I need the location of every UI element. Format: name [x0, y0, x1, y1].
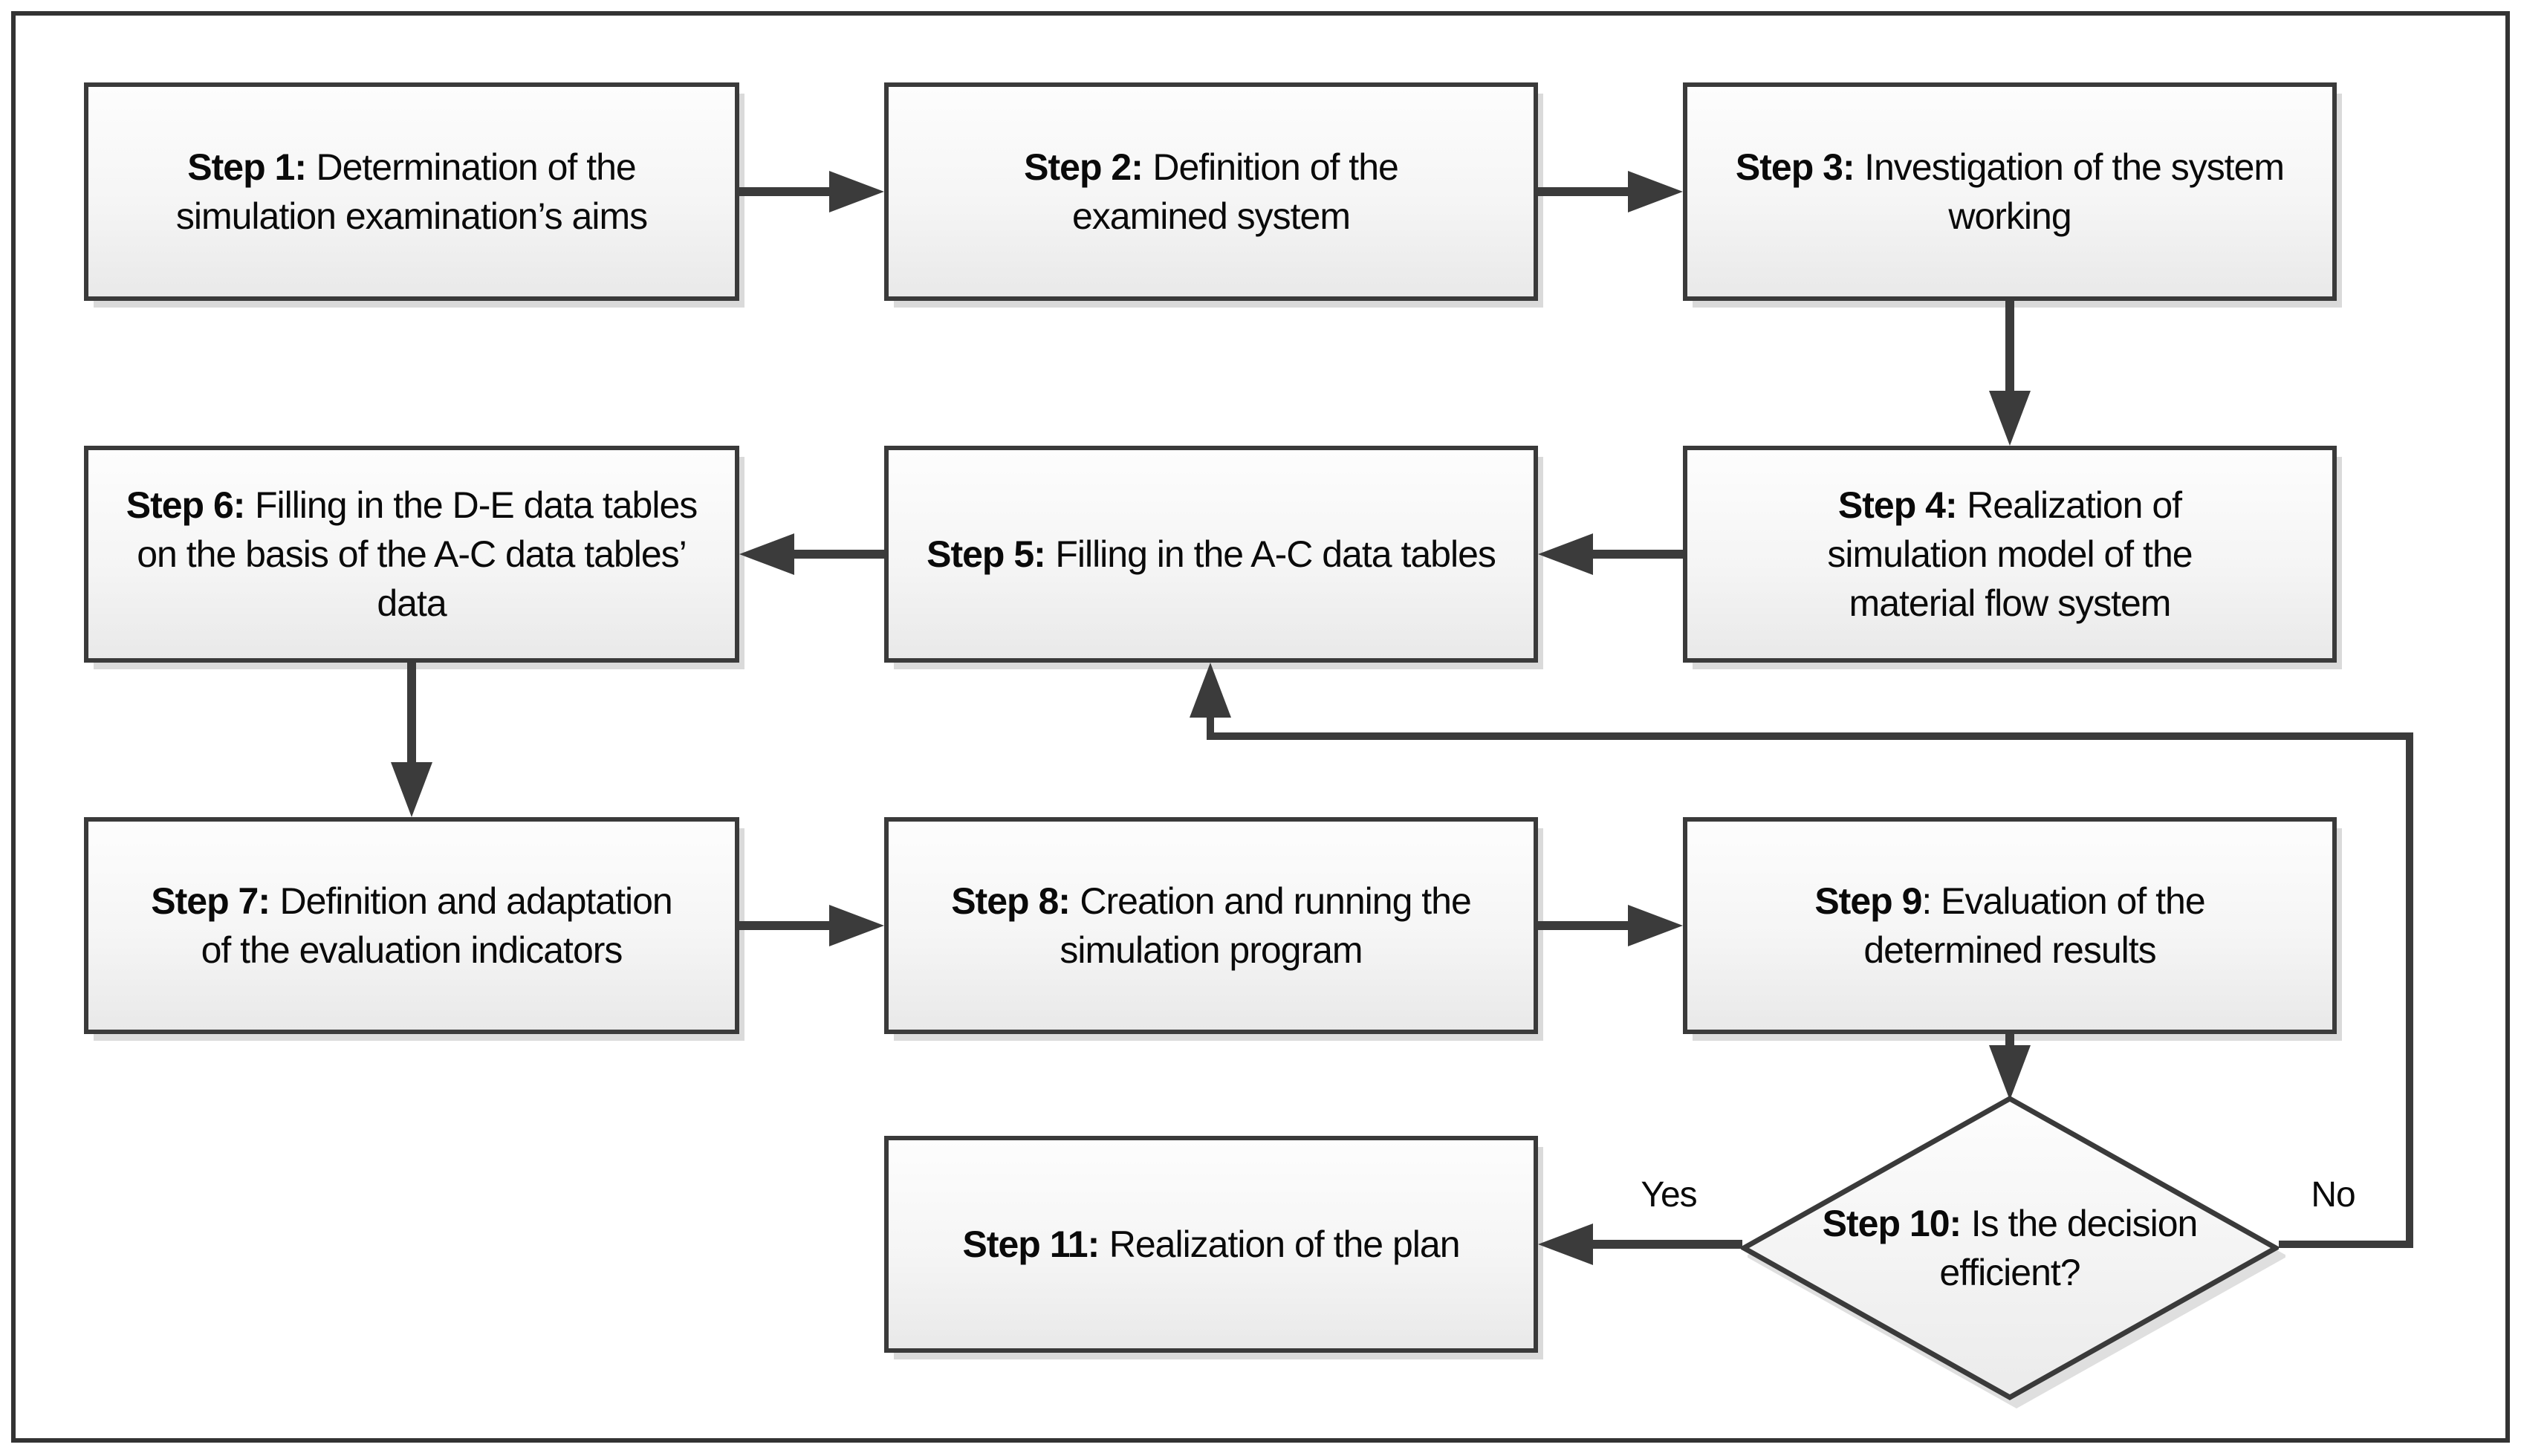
arrowhead-step8-to-step9	[1628, 905, 1683, 946]
step-2-text: Step 2:Definition of the examined system	[1024, 146, 1399, 237]
step-10-decision-diamond: Step 10:Is the decision efficient?	[1741, 1096, 2279, 1400]
yes-branch-label: Yes	[1641, 1175, 1697, 1215]
no-loop-segment-up	[2406, 732, 2413, 1248]
no-loop-segment-left	[1207, 732, 2413, 740]
step-6-box: Step 6:Filling in the D-E data tables on…	[84, 446, 739, 663]
arrowhead-step5-to-step6	[739, 533, 794, 575]
step-7-box: Step 7:Definition and adaptation of the …	[84, 817, 739, 1034]
arrow-step5-to-step6	[794, 550, 884, 559]
no-branch-label: No	[2311, 1175, 2355, 1215]
step-11-box: Step 11:Realization of the plan	[884, 1136, 1538, 1353]
arrow-step4-to-step5	[1593, 550, 1683, 559]
arrow-step2-to-step3	[1538, 187, 1629, 196]
step-5-text: Step 5:Filling in the A-C data tables	[927, 533, 1496, 575]
step-1-text: Step 1:Determination of the simulation e…	[175, 146, 648, 237]
arrowhead-yes-step10-to-step11	[1538, 1223, 1593, 1265]
arrow-step6-to-step7	[407, 663, 416, 764]
step-6-text: Step 6:Filling in the D-E data tables on…	[126, 484, 698, 624]
arrowhead-step7-to-step8	[829, 905, 884, 946]
arrow-step3-to-step4	[2005, 301, 2014, 395]
step-4-text: Step 4:Realization of simulation model o…	[1827, 484, 2193, 624]
step-4-box: Step 4:Realization of simulation model o…	[1683, 446, 2337, 663]
step-3-box: Step 3:Investigation of the system worki…	[1683, 82, 2337, 301]
arrow-step8-to-step9	[1538, 921, 1629, 930]
no-loop-stub	[1207, 714, 1214, 740]
step-3-text: Step 3:Investigation of the system worki…	[1735, 146, 2285, 237]
arrowhead-step3-to-step4	[1989, 391, 2031, 446]
arrowhead-step6-to-step7	[391, 762, 432, 817]
arrow-step9-to-step10	[2005, 1034, 2014, 1047]
arrow-yes-step10-to-step11	[1593, 1240, 1742, 1249]
arrowhead-step1-to-step2	[829, 171, 884, 212]
step-8-text: Step 8:Creation and running the simulati…	[951, 880, 1472, 971]
step-9-box: Step 9: Evaluation of the determined res…	[1683, 817, 2337, 1034]
figure-border	[11, 11, 2510, 1443]
arrowhead-no-loop-to-step5	[1190, 663, 1231, 718]
arrow-step7-to-step8	[739, 921, 831, 930]
step-7-text: Step 7:Definition and adaptation of the …	[151, 880, 672, 971]
diamond-shape-icon	[1741, 1096, 2279, 1400]
arrowhead-step9-to-step10	[1989, 1045, 2031, 1100]
arrowhead-step4-to-step5	[1538, 533, 1593, 575]
step-5-box: Step 5:Filling in the A-C data tables	[884, 446, 1538, 663]
arrow-step1-to-step2	[738, 187, 831, 196]
step-1-box: Step 1:Determination of the simulation e…	[84, 82, 739, 301]
step-9-text: Step 9: Evaluation of the determined res…	[1814, 880, 2205, 971]
step-8-box: Step 8:Creation and running the simulati…	[884, 817, 1538, 1034]
no-loop-segment-right	[2279, 1241, 2413, 1248]
step-2-box: Step 2:Definition of the examined system	[884, 82, 1538, 301]
arrowhead-step2-to-step3	[1628, 171, 1683, 212]
step-11-text: Step 11:Realization of the plan	[962, 1223, 1460, 1265]
step-10-text: Step 10:Is the decision efficient?	[1822, 1203, 2199, 1293]
